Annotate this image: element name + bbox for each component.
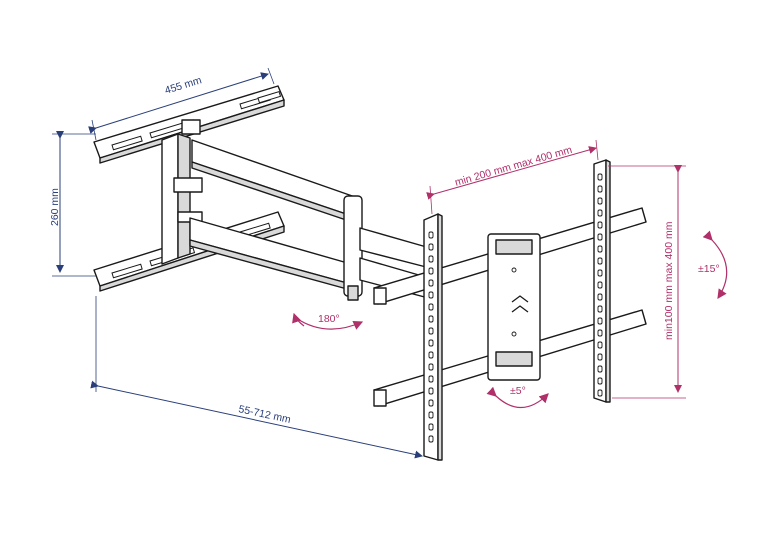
vesa-bracket [373, 159, 647, 461]
strap-hole [597, 197, 603, 205]
strap-hole [428, 327, 434, 335]
strap-hole [597, 305, 603, 313]
extension-label: 55-712 mm [237, 403, 292, 426]
strap-hole [597, 185, 603, 193]
right-strap-holes [597, 173, 603, 397]
dimension-vesa-horizontal: min 200 mm max 400 mm [426, 139, 599, 215]
vesa-vertical-label: min100 mm max 400 mm [663, 221, 675, 340]
curved-double-arrow-icon [486, 386, 549, 409]
strap-hole [428, 399, 434, 407]
strap-hole [428, 303, 434, 311]
strap-hole [597, 245, 603, 253]
vesa-horizontal-label: min 200 mm max 400 mm [454, 144, 574, 189]
tilt-indicator: ±15° [698, 230, 728, 299]
strap-hole [597, 209, 603, 217]
strap-hole [597, 389, 603, 397]
strap-hole [597, 293, 603, 301]
strap-hole [597, 377, 603, 385]
rotation-label: ±5° [510, 385, 526, 397]
strap-hole [597, 257, 603, 265]
curved-double-arrow-icon [702, 230, 728, 299]
strap-hole [428, 243, 434, 251]
strap-hole [428, 315, 434, 323]
tilt-label: ±15° [698, 263, 720, 275]
strap-hole [597, 317, 603, 325]
strap-hole [428, 267, 434, 275]
swivel-indicator: 180° [292, 312, 364, 330]
strap-hole [428, 279, 434, 287]
strap-hole [428, 291, 434, 299]
rotation-indicator: ±5° [486, 385, 549, 409]
strap-hole [597, 233, 603, 241]
strap-hole [428, 423, 434, 431]
width-label: 455 mm [163, 74, 203, 97]
curved-double-arrow-icon [295, 317, 364, 330]
articulating-arms [189, 139, 437, 301]
strap-hole [597, 221, 603, 229]
strap-hole [597, 329, 603, 337]
strap-hole [428, 231, 434, 239]
strap-hole [428, 387, 434, 395]
strap-hole [428, 375, 434, 383]
strap-hole [428, 339, 434, 347]
strap-hole [597, 173, 603, 181]
dimension-height: 260 mm [49, 131, 96, 277]
swivel-label: 180° [318, 313, 340, 325]
strap-hole [597, 269, 603, 277]
dimension-extension: 55-712 mm [90, 296, 423, 459]
strap-hole [428, 411, 434, 419]
strap-hole [428, 435, 434, 443]
strap-hole [597, 365, 603, 373]
strap-hole [428, 351, 434, 359]
strap-hole [597, 281, 603, 289]
strap-hole [597, 341, 603, 349]
strap-hole [428, 255, 434, 263]
strap-hole [428, 363, 434, 371]
left-strap-holes [428, 231, 434, 443]
height-label: 260 mm [49, 188, 61, 226]
strap-hole [597, 353, 603, 361]
dimension-vesa-vertical: min100 mm max 400 mm [608, 165, 686, 399]
